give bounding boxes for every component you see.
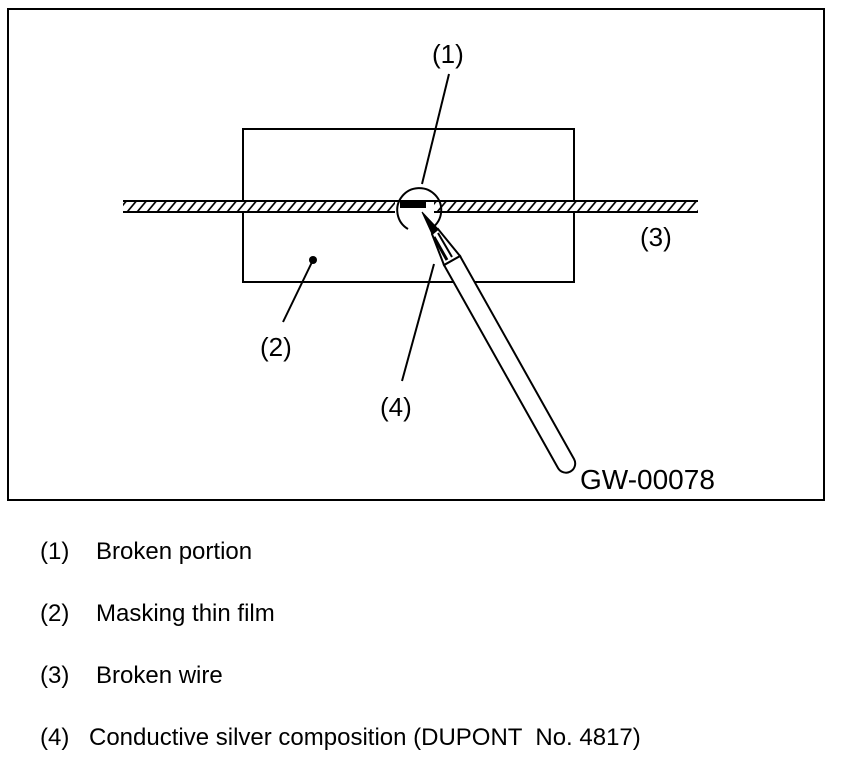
figure-code: GW-00078 <box>580 464 715 495</box>
label-broken-wire: (3) <box>640 222 672 252</box>
legend-item: (2) Masking thin film <box>40 599 275 629</box>
masking-film-dot <box>309 256 317 264</box>
legend-item-number: (2) <box>40 600 70 627</box>
leader-line-4 <box>401 263 435 382</box>
legend-item-text: Conductive silver composition (DUPONT No… <box>89 724 641 751</box>
label-masking-film: (2) <box>260 332 292 362</box>
leader-line-2 <box>282 259 314 323</box>
figure-frame <box>7 8 825 501</box>
leader-line-1 <box>421 73 450 185</box>
legend-item: (1) Broken portion <box>40 537 252 567</box>
legend-item-number: (4) <box>40 724 70 751</box>
broken-wire-left <box>123 200 395 213</box>
broken-gap <box>395 200 434 208</box>
legend-item-text: Broken wire <box>96 662 223 689</box>
broken-portion-circle <box>396 187 443 230</box>
label-silver-composition: (4) <box>380 392 412 422</box>
legend-item-text: Broken portion <box>96 538 253 565</box>
applicator-pen <box>421 211 577 474</box>
legend-item-text: Masking thin film <box>96 600 275 627</box>
label-broken-portion: (1) <box>432 39 464 69</box>
legend-item: (4) Conductive silver composition (DUPONT… <box>40 723 641 753</box>
legend-item-number: (1) <box>40 538 70 565</box>
diagram-figure: (1) (2) (3) (4) GW-00078 <box>7 8 825 501</box>
legend-item: (3) Broken wire <box>40 661 223 691</box>
legend-item-number: (3) <box>40 662 70 689</box>
broken-wire-right <box>434 200 698 213</box>
